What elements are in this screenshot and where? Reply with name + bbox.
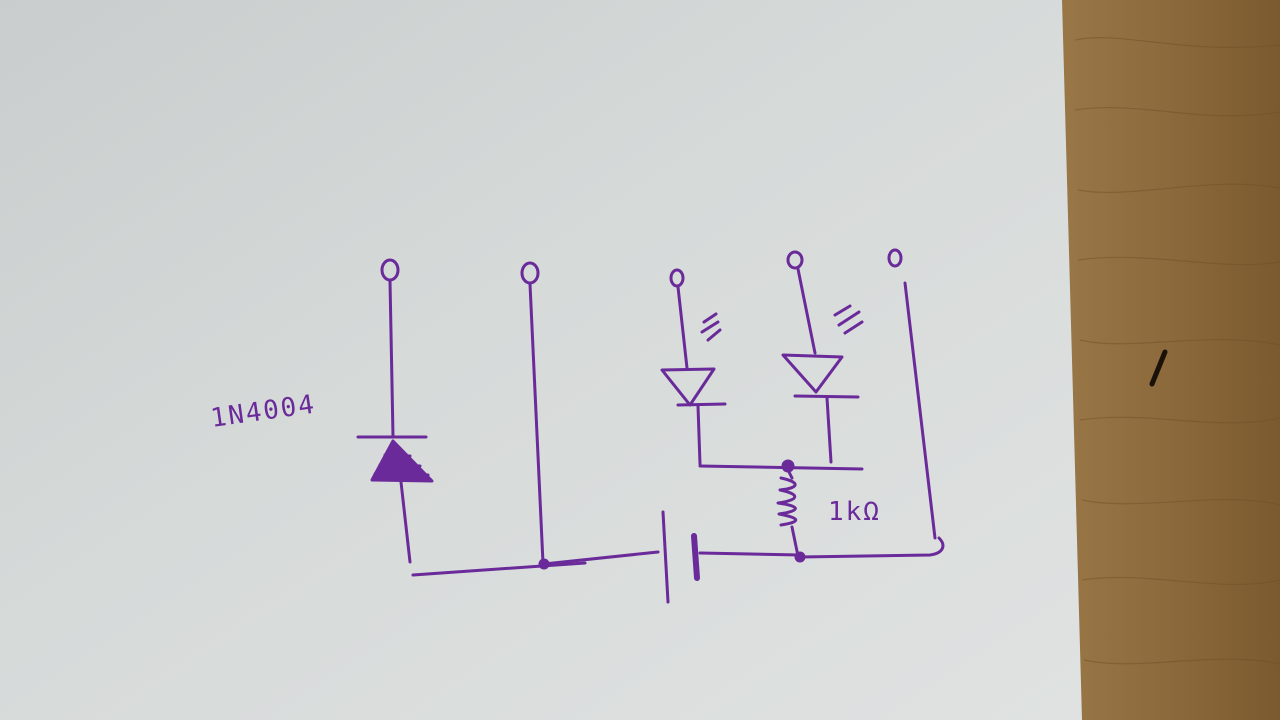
led-1-bar [676,402,727,407]
wire-resistor-top [786,468,794,480]
wood-table [1050,0,1280,720]
battery-short-plate [691,533,700,581]
wire-led-1-bottom [696,404,702,466]
wood-mark [1149,349,1168,387]
led-common-bus [698,464,864,471]
circuit-drawing [356,248,945,604]
wire-led-2-top [796,267,817,355]
resistor-coil [776,476,798,527]
led-2-bar [793,394,860,399]
wire-terminal-5 [903,281,937,540]
wire-battery-right [698,551,802,557]
led-1-light-arrows [700,312,722,342]
wire-to-battery [542,550,660,566]
terminal-5 [887,248,903,268]
paper-sheet [0,0,1082,720]
led-2-triangle [781,353,844,394]
terminal-4 [786,250,804,270]
resistor-label: 1kΩ [828,497,881,527]
wire-led-1-top [676,285,689,370]
wire-diode-top [388,279,395,438]
led-1-triangle [660,367,716,407]
wire-bottom-right [798,536,945,559]
wire-led-2-bottom [825,396,833,464]
wire-bottom-left [411,561,587,577]
led-2-light-arrows [833,304,864,335]
wire-resistor-bottom [790,525,800,558]
battery-long-plate [661,510,670,604]
wire-terminal-2 [528,282,545,565]
wood-grain [1074,37,1280,665]
diode-body [370,439,434,483]
wire-diode-bottom [399,480,412,564]
diode-hatch [373,453,430,477]
